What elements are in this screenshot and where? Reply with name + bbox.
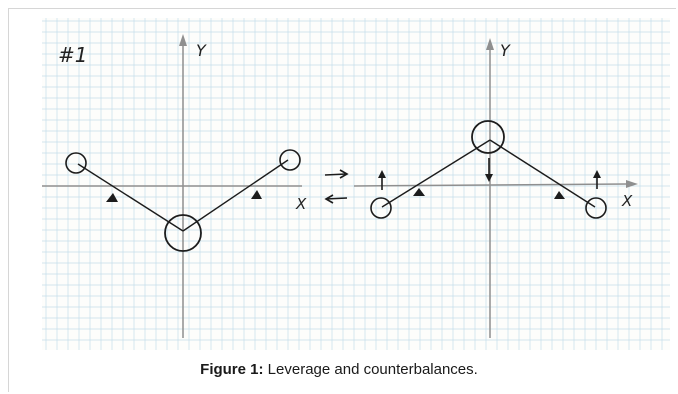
left-lever-arm-left	[77, 163, 184, 232]
transition-arrows: X	[295, 169, 349, 213]
right-axes: Y X	[353, 38, 638, 338]
up-arrowhead-right	[593, 170, 601, 178]
right-y-arrowhead	[486, 38, 494, 50]
caption-label: Figure 1:	[200, 361, 264, 378]
right-fulcrum-right	[554, 191, 565, 199]
up-arrowhead-left	[378, 170, 386, 178]
left-fulcrum-left	[106, 193, 118, 202]
right-lever-small-weight-right	[585, 197, 607, 219]
right-arrow-head	[339, 169, 349, 179]
left-arrow-head	[324, 194, 334, 204]
right-lever	[370, 120, 607, 219]
left-axes: Y	[42, 34, 302, 338]
right-arrow-shaft	[324, 173, 347, 176]
left-lever-large-weight	[164, 214, 202, 252]
right-lever-small-weight-left	[370, 197, 392, 219]
down-arrowhead-center	[485, 174, 493, 182]
right-x-label: X	[621, 192, 633, 210]
right-x-arrowhead	[626, 180, 638, 188]
left-lever-small-weight-left	[65, 152, 87, 174]
sketch-canvas: Y X Y X #1	[42, 18, 670, 350]
right-lever-large-weight	[471, 120, 505, 154]
left-x-label: X	[295, 195, 307, 213]
caption-text: Leverage and counterbalances.	[263, 361, 478, 378]
right-fulcrum-left	[413, 188, 425, 196]
left-fulcrum-right	[251, 190, 262, 199]
left-lever-arm-right	[182, 159, 289, 232]
sketch-number-label: #1	[58, 43, 87, 67]
left-y-arrowhead	[179, 34, 187, 46]
figure-caption: Figure 1: Leverage and counterbalances.	[0, 361, 678, 378]
left-lever	[65, 149, 301, 252]
left-y-label: Y	[196, 41, 207, 60]
left-arrow-shaft	[325, 197, 348, 200]
right-lever-arm-left	[381, 139, 491, 208]
right-y-label: Y	[500, 41, 511, 60]
left-lever-small-weight-right	[279, 149, 301, 171]
right-lever-arm-right	[489, 139, 596, 208]
hand-drawn-sketch: Y X Y X #1	[42, 18, 670, 350]
